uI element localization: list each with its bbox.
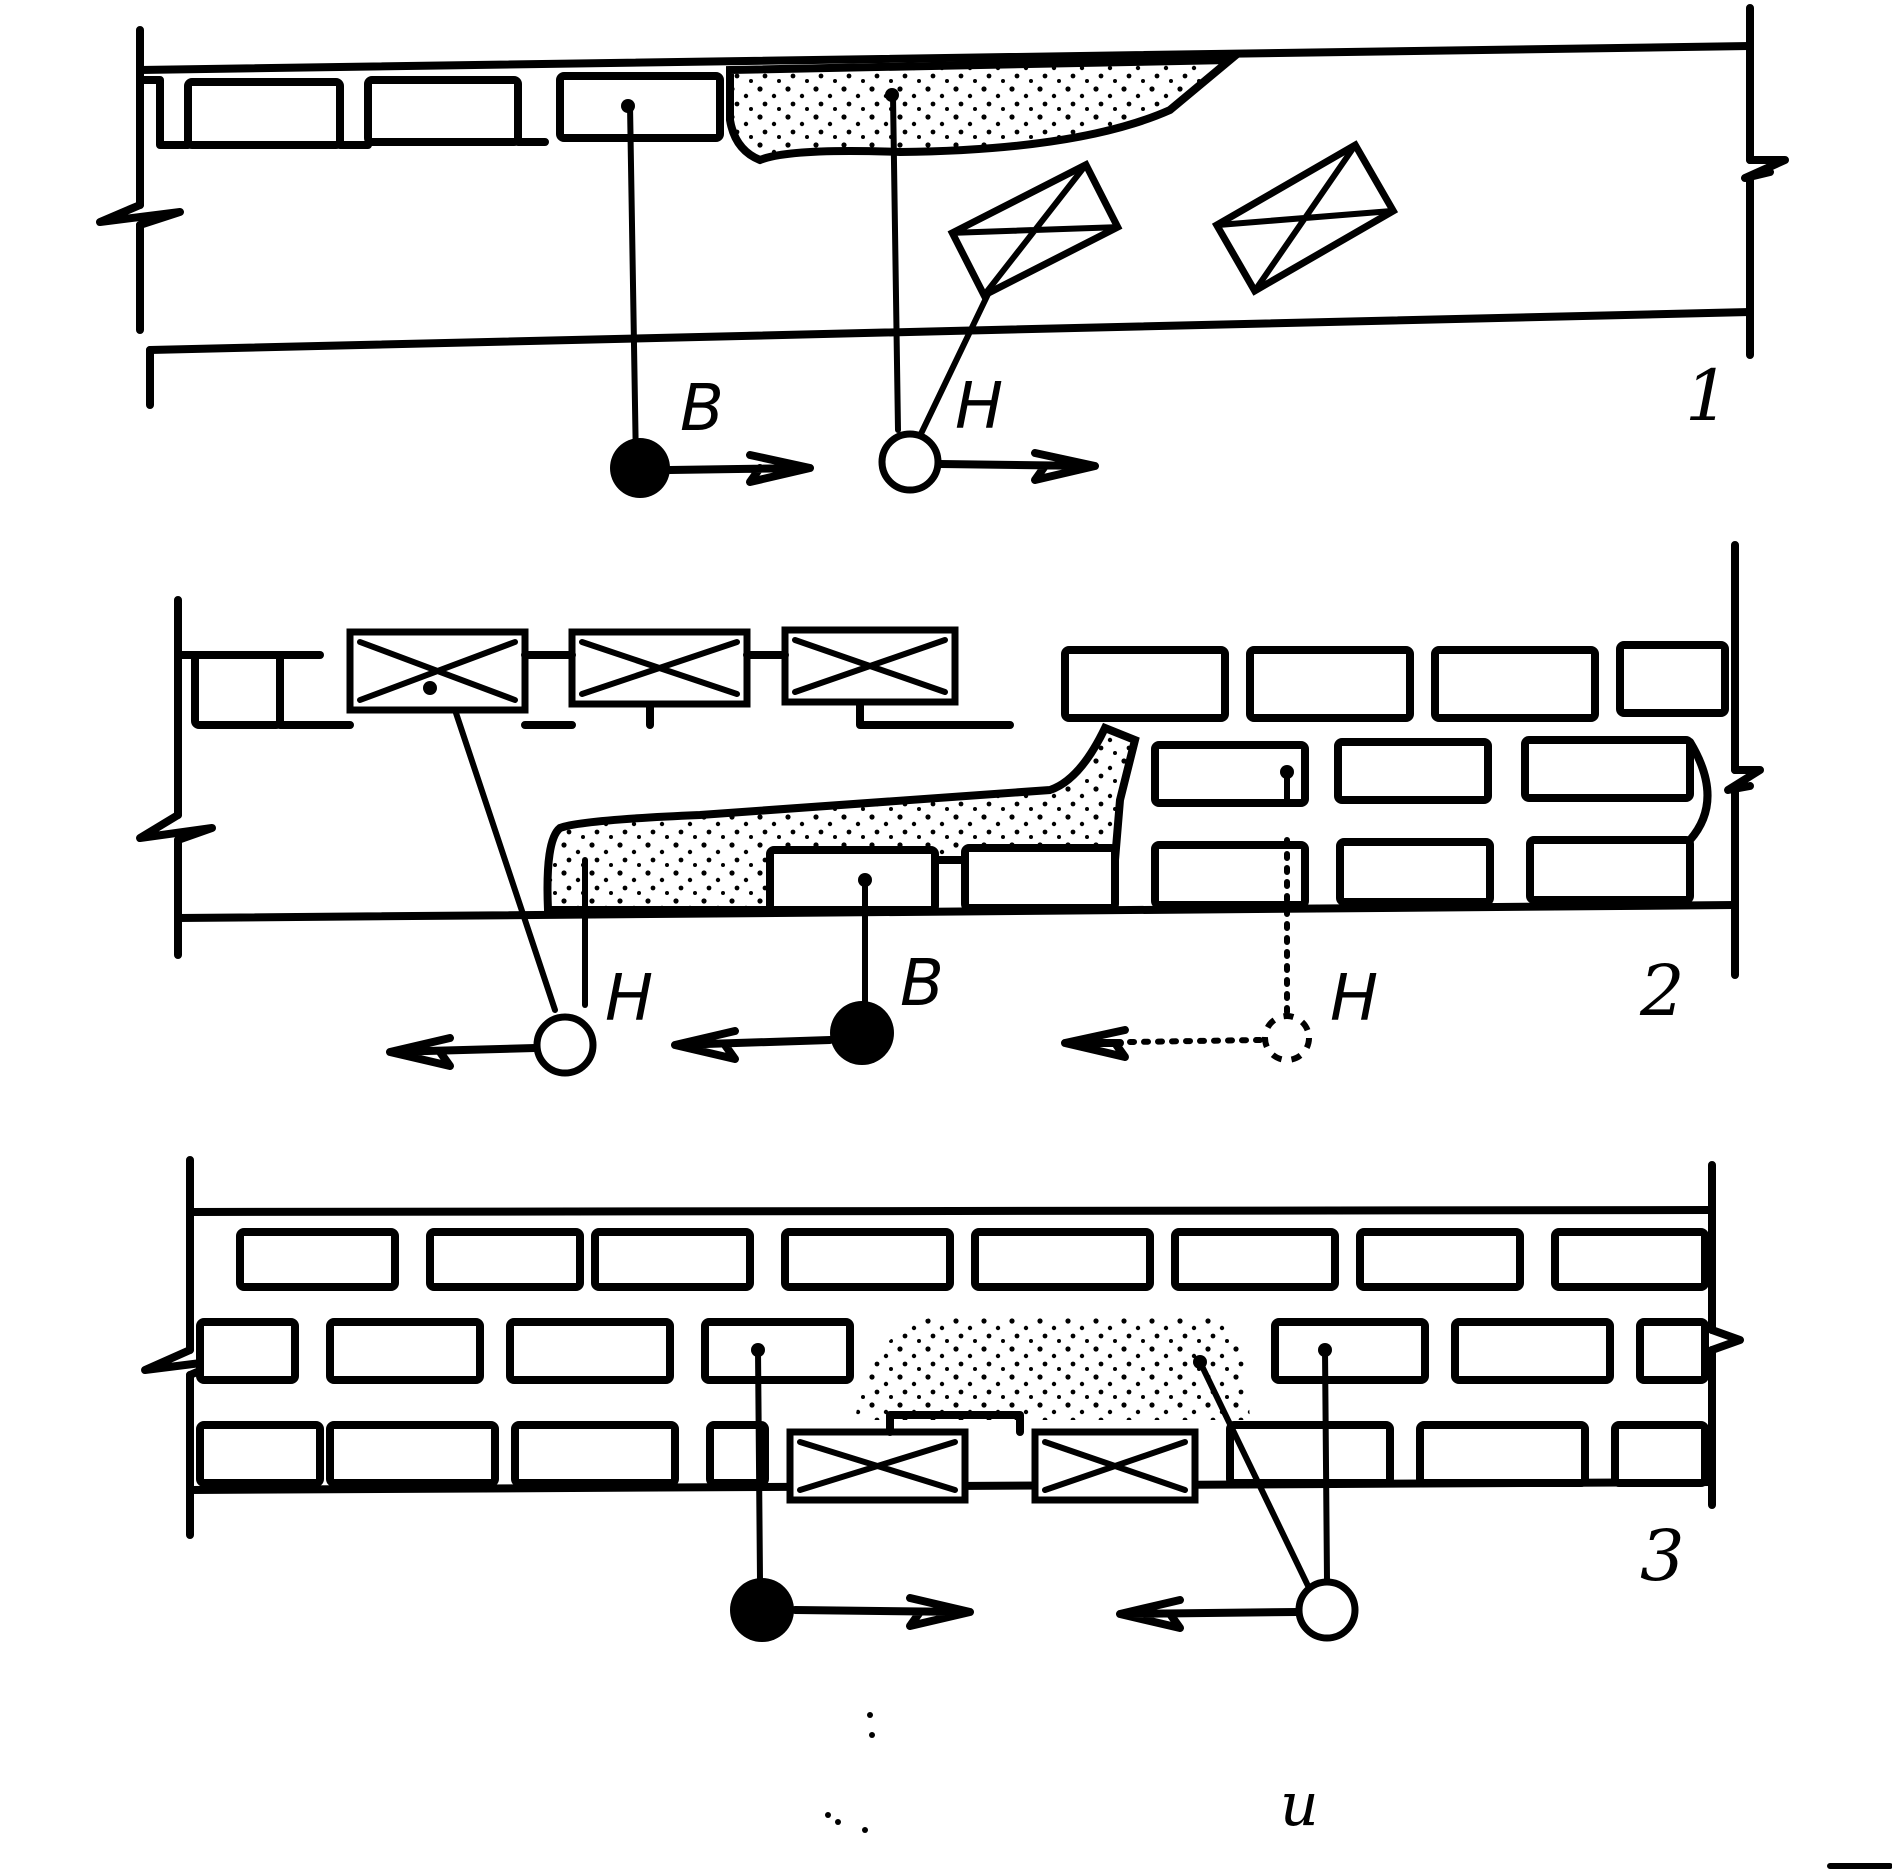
panel-2-dashed-node bbox=[1262, 1013, 1312, 1063]
panel-3-crossed-box bbox=[786, 1428, 969, 1504]
panel-3-crossed-box bbox=[1031, 1428, 1199, 1504]
panel-1-brick bbox=[184, 78, 344, 149]
panel-2-brick bbox=[1334, 738, 1492, 804]
panel-1-crossed-box bbox=[947, 160, 1123, 300]
panel-1-label-h: H bbox=[955, 370, 1003, 444]
panel-3: 3 bbox=[141, 1156, 1744, 1642]
panel-3-right-break bbox=[1708, 1326, 1744, 1354]
panel-1-link-line bbox=[890, 93, 901, 433]
panel-2-brick bbox=[766, 846, 939, 914]
panel-2-brick bbox=[1246, 646, 1414, 722]
panel-2-open-node bbox=[533, 1013, 597, 1077]
stray-handwritten-mark: и bbox=[1280, 1770, 1319, 1840]
panel-2-label-b: B bbox=[900, 947, 944, 1021]
panel-3-link-line bbox=[755, 1347, 763, 1583]
panel-1-left-wall bbox=[136, 26, 154, 409]
panel-1-link-line bbox=[627, 102, 639, 468]
panel-1-number: 1 bbox=[1685, 355, 1730, 437]
panel-1-brick-edge bbox=[136, 76, 549, 149]
panel-2-number: 2 bbox=[1639, 950, 1685, 1032]
panel-1-junction-dot bbox=[621, 99, 635, 113]
panel-2-label-h-left: H bbox=[605, 962, 653, 1036]
panel-2-brick bbox=[1336, 838, 1494, 906]
panel-2: H B H 2 bbox=[136, 541, 1764, 1077]
panel-2-brick-edge bbox=[276, 651, 1014, 729]
panel-3-filled-node bbox=[730, 1578, 794, 1642]
panel-2-crossed-box bbox=[781, 626, 959, 706]
panel-3-brick-row-1 bbox=[236, 1228, 1709, 1291]
panel-3-top-boundary bbox=[186, 1206, 1716, 1216]
panel-2-brick bbox=[1151, 741, 1309, 807]
panel-1-filled-node bbox=[610, 438, 670, 498]
panel-1-arrow bbox=[666, 451, 814, 486]
panel-3-brick-edge bbox=[886, 1411, 1024, 1436]
panel-2-brick-edge bbox=[1686, 738, 1712, 844]
panel-1-link-line bbox=[915, 287, 993, 443]
panel-2-crossed-box bbox=[346, 628, 529, 714]
panel-2-brick bbox=[1151, 841, 1309, 909]
panel-3-number: 3 bbox=[1640, 1515, 1685, 1597]
panel-2-crossed-box bbox=[568, 628, 751, 708]
panel-3-link-line bbox=[1322, 1347, 1330, 1583]
panel-1-stippled-region bbox=[726, 55, 1242, 165]
panel-3-stippled-region bbox=[855, 1315, 1250, 1420]
panel-2-stippled-region bbox=[543, 722, 1140, 914]
panel-1-arrow bbox=[936, 449, 1099, 484]
panel-2-right-break bbox=[1724, 766, 1764, 794]
panel-1-brick bbox=[364, 76, 522, 146]
panel-2-junction-dot bbox=[423, 681, 437, 695]
panel-1-junction-dot bbox=[885, 88, 899, 102]
panel-2-brick bbox=[961, 844, 1119, 912]
panel-2-label-h-right: H bbox=[1330, 962, 1378, 1036]
panel-3-arrow bbox=[791, 1594, 974, 1630]
panel-2-link-line bbox=[452, 707, 558, 1013]
panel-2-bottom-boundary bbox=[174, 901, 1739, 922]
panel-2-brick bbox=[1616, 641, 1729, 717]
panel-1-brick bbox=[556, 72, 724, 142]
panel-1-left-break bbox=[96, 201, 184, 229]
panel-2-brick bbox=[191, 651, 284, 729]
panel-1: B H 1 bbox=[96, 4, 1789, 498]
panel-2-brick bbox=[1431, 646, 1599, 722]
panel-2-filled-node bbox=[830, 1001, 894, 1065]
panel-1-open-node bbox=[878, 430, 942, 494]
scan-artifacts bbox=[825, 1712, 1892, 1869]
panel-2-arrow bbox=[1127, 1037, 1263, 1045]
panel-2-left-break bbox=[136, 811, 216, 844]
panel-1-crossed-box bbox=[1211, 140, 1399, 296]
panel-3-brick-row-3 bbox=[196, 1421, 1709, 1487]
panel-3-open-node bbox=[1295, 1578, 1359, 1642]
panel-1-label-b: B bbox=[680, 372, 724, 446]
panel-2-arrowhead bbox=[1061, 1026, 1129, 1061]
panel-1-right-break bbox=[1741, 156, 1789, 182]
panel-3-arrow bbox=[1116, 1596, 1301, 1632]
panel-2-arrow bbox=[671, 1027, 834, 1063]
panel-2-brick bbox=[1521, 736, 1694, 802]
panel-2-arrow bbox=[386, 1034, 539, 1070]
panel-3-link-line bbox=[1197, 1359, 1313, 1593]
panel-2-brick bbox=[1526, 836, 1694, 904]
panel-3-brick-row-2 bbox=[196, 1318, 1709, 1384]
panel-1-bottom-boundary bbox=[146, 308, 1754, 354]
panel-2-brick bbox=[1061, 646, 1229, 722]
